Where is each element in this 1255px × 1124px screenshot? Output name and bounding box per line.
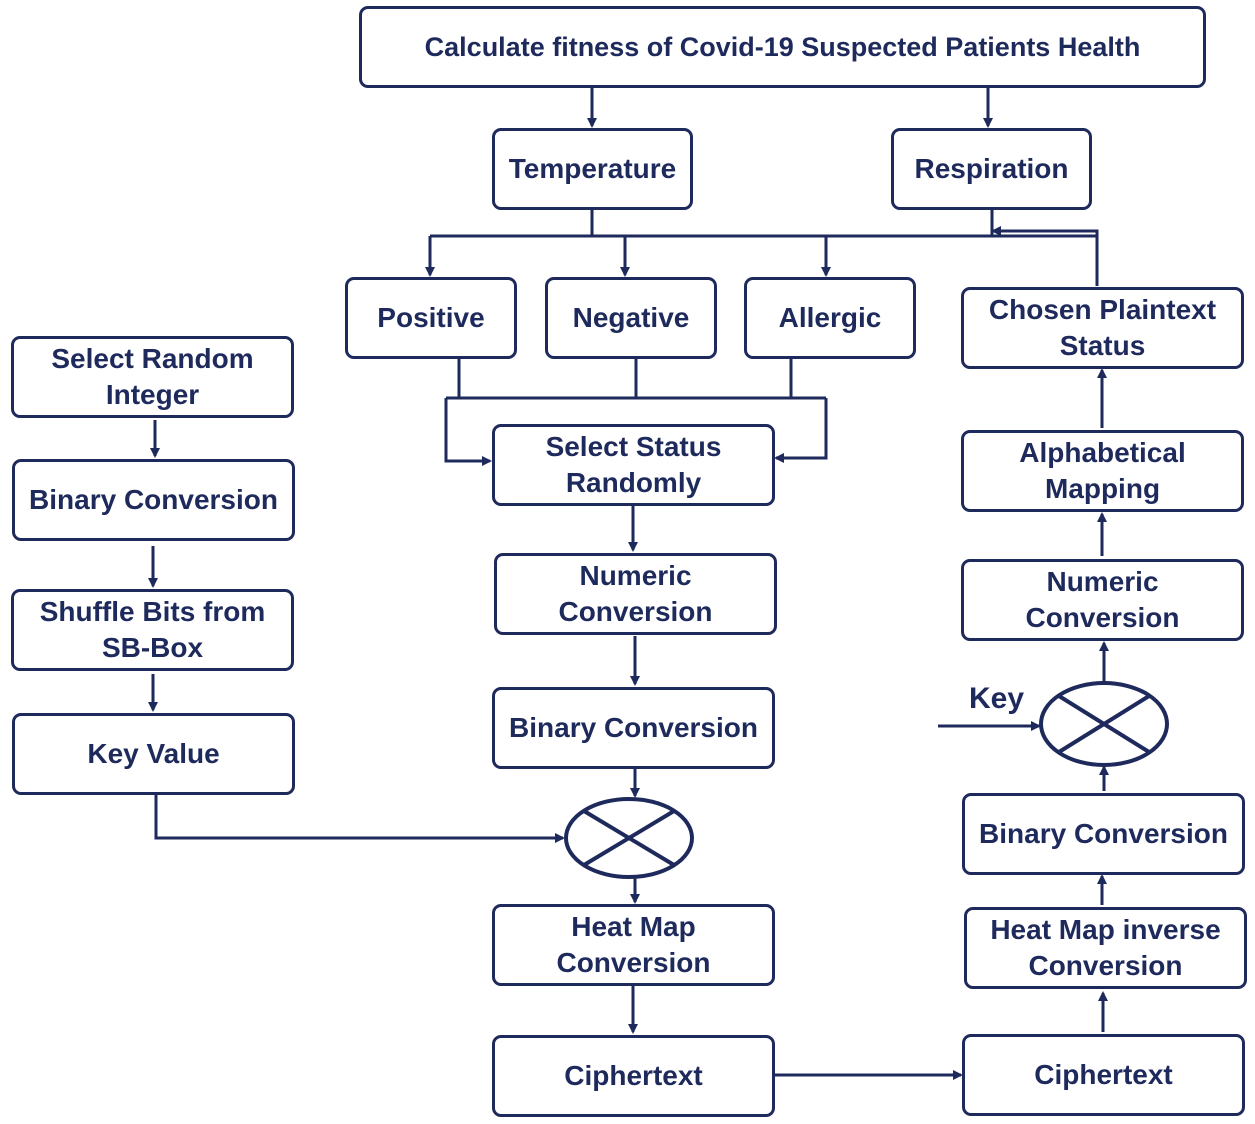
binary-conversion-box: Binary Conversion [492,687,775,769]
arrow-merge-select-left [444,398,492,466]
chosen-plaintext-box: Chosen Plaintext Status [961,287,1244,369]
positive-box: Positive [345,277,517,359]
arrow-chosen-to-bus [991,226,1099,286]
respiration-box: Respiration [891,128,1092,210]
allergic-box: Allergic [744,277,916,359]
arrow-keyvalue-xor [154,795,565,843]
select-random-integer-box: Select Random Integer [11,336,294,418]
heat-map-inverse-box: Heat Map inverse Conversion [964,907,1247,989]
select-status-box: Select Status Randomly [492,424,775,506]
decrypt-numeric-conversion-box: Numeric Conversion [961,559,1244,641]
alphabetical-mapping-box: Alphabetical Mapping [961,430,1244,512]
negative-box: Negative [545,277,717,359]
numeric-conversion-box: Numeric Conversion [494,553,777,635]
key-value-box: Key Value [12,713,295,795]
key-label: Key [969,682,1025,715]
key-binary-conversion-box: Binary Conversion [12,459,295,541]
xor-decrypt-icon [1039,681,1169,767]
xor-encrypt-icon [564,797,694,879]
decrypt-ciphertext-box: Ciphertext [962,1034,1245,1116]
title-box: Calculate fitness of Covid-19 Suspected … [359,6,1206,88]
ciphertext-box: Ciphertext [492,1035,775,1117]
shuffle-bits-box: Shuffle Bits from SB-Box [11,589,294,671]
arrow-merge-select-right [774,398,828,463]
heat-map-conversion-box: Heat Map Conversion [492,904,775,986]
decrypt-binary-conversion-box: Binary Conversion [962,793,1245,875]
temperature-box: Temperature [492,128,693,210]
